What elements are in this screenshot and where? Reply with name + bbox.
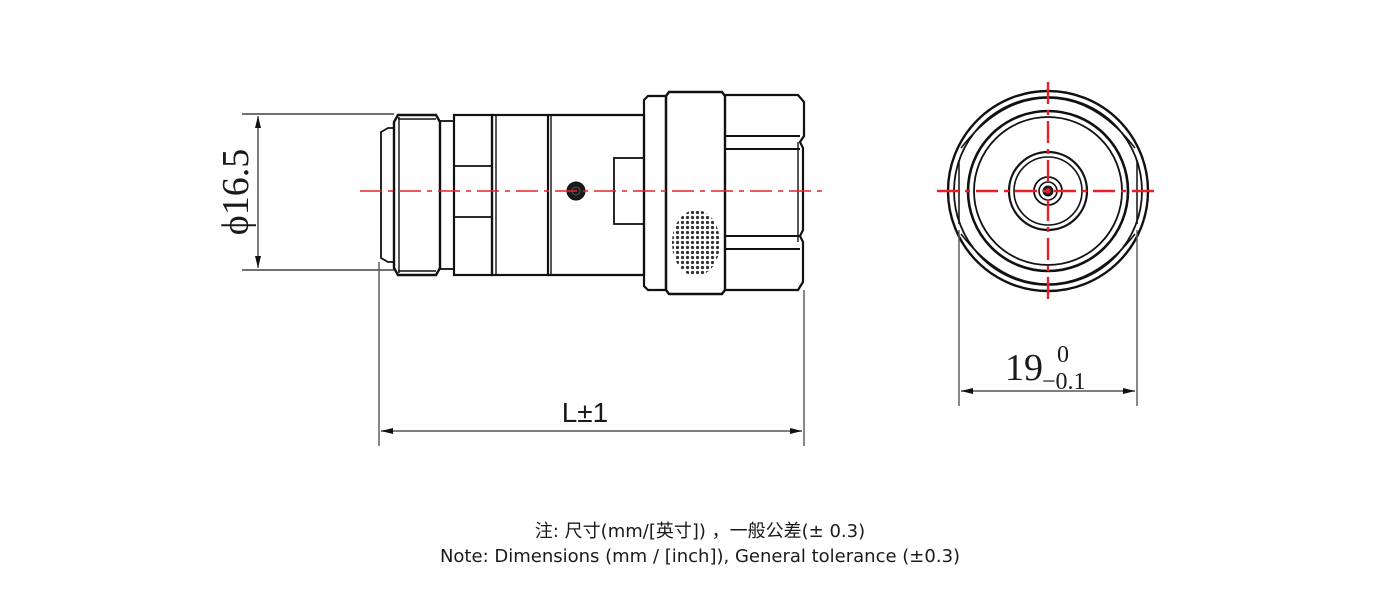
hex-nut <box>725 93 806 292</box>
notes-block: 注: 尺寸(mm/[英寸]) ，一般公差(± 0.3) Note: Dimens… <box>0 519 1400 569</box>
flange-ring <box>642 94 668 292</box>
note-chinese: 注: 尺寸(mm/[英寸]) ，一般公差(± 0.3) <box>534 521 866 542</box>
hex-width-dimension <box>958 230 1138 406</box>
side-view <box>380 90 806 296</box>
length-dimension <box>378 262 805 446</box>
length-label: L±1 <box>562 397 609 428</box>
end-flange <box>380 127 395 263</box>
hex-width-lower-tol: −0.1 <box>1042 369 1086 395</box>
body-segment-1 <box>490 113 550 277</box>
diameter-label: ϕ16.5 <box>215 149 257 236</box>
knurl-pattern <box>672 210 720 276</box>
spacer-ring <box>439 120 455 270</box>
flats-section <box>452 113 494 277</box>
coupling-nut-left <box>392 113 442 277</box>
diameter-dimension <box>242 113 394 271</box>
note-english: Note: Dimensions (mm / [inch]), General … <box>439 546 961 567</box>
hex-width-nominal: 19 <box>1005 347 1043 389</box>
hex-width-upper-tol: 0 <box>1057 342 1069 368</box>
body-segment-2 <box>548 113 646 277</box>
